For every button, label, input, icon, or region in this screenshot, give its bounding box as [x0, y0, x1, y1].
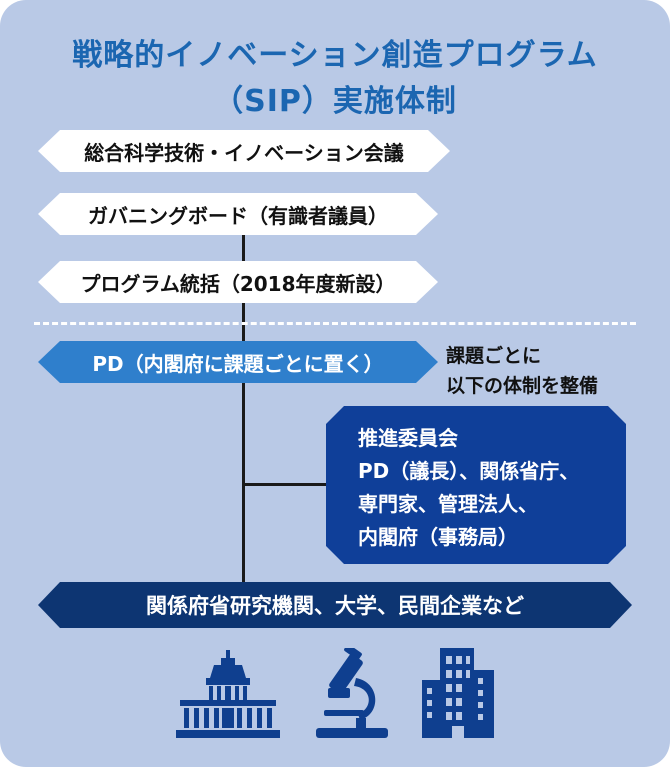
pd-note: 課題ごとに 以下の体制を整備: [446, 341, 598, 401]
note-line: 課題ごとに: [446, 345, 542, 367]
office-building-icon: [422, 648, 494, 738]
committee-line: 推進委員会: [358, 426, 458, 450]
page-subtitle: （SIP）実施体制: [213, 84, 457, 119]
connector-to-committee: [242, 483, 328, 486]
page-title: 戦略的イノベーション創造プログラム: [72, 38, 598, 73]
section-divider: [34, 322, 636, 325]
note-line: 以下の体制を整備: [446, 375, 599, 397]
committee-line: PD（議長）、関係省庁、: [358, 459, 580, 483]
governing-board-node: ガバニングボード（有識者議員）: [38, 193, 438, 235]
committee-line: 専門家、管理法人、: [358, 492, 538, 516]
organizations-node: 関係府省研究機関、大学、民間企業など: [38, 582, 632, 628]
program-director-general-node: プログラム統括（2018年度新設）: [38, 261, 438, 303]
connector-vertical: [242, 232, 245, 584]
microscope-icon: [316, 648, 388, 738]
pd-node: PD（内閣府に課題ごとに置く）: [38, 341, 438, 383]
committee-line: 内閣府（事務局）: [358, 525, 518, 549]
council-node: 総合科学技術・イノベーション会議: [38, 130, 450, 172]
government-building-icon: [176, 650, 280, 738]
promotion-committee-box: 推進委員会 PD（議長）、関係省庁、 専門家、管理法人、 内閣府（事務局）: [326, 406, 626, 564]
